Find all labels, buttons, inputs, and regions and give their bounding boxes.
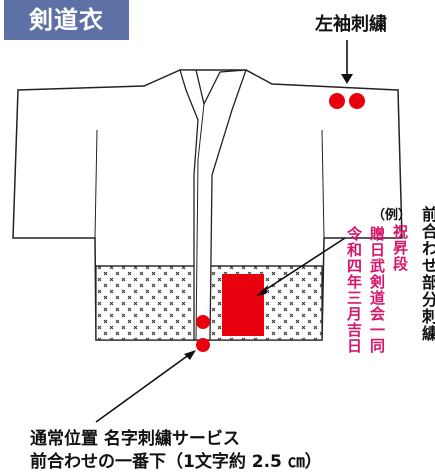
example-tag: （例） xyxy=(372,208,412,223)
sleeve-dot xyxy=(349,93,365,109)
sleeve-arrow xyxy=(341,40,353,84)
bottom-note-line-2: 前合わせの一番下（1文字約 2.5 ㎝） xyxy=(30,452,322,472)
example-line-3: 令和四年三月吉日 xyxy=(345,226,363,354)
title-badge: 剣道衣 xyxy=(4,0,129,40)
example-line-1: 祝昇段 xyxy=(391,224,409,272)
example-arrow xyxy=(256,237,346,296)
front-dot xyxy=(196,315,210,329)
front-dot xyxy=(196,338,210,352)
side-note: 前合わせ部分刺繍 xyxy=(419,206,435,342)
sleeve-embroidery-label: 左袖刺繍 xyxy=(315,14,387,35)
embroidery-block xyxy=(222,274,264,336)
example-line-2: 贈日武剣道会一同 xyxy=(368,226,386,354)
bottom-arrow xyxy=(95,350,196,423)
sleeve-dot xyxy=(329,93,345,109)
bottom-note-line-1: 通常位置 名字刺繍サービス xyxy=(30,429,240,449)
